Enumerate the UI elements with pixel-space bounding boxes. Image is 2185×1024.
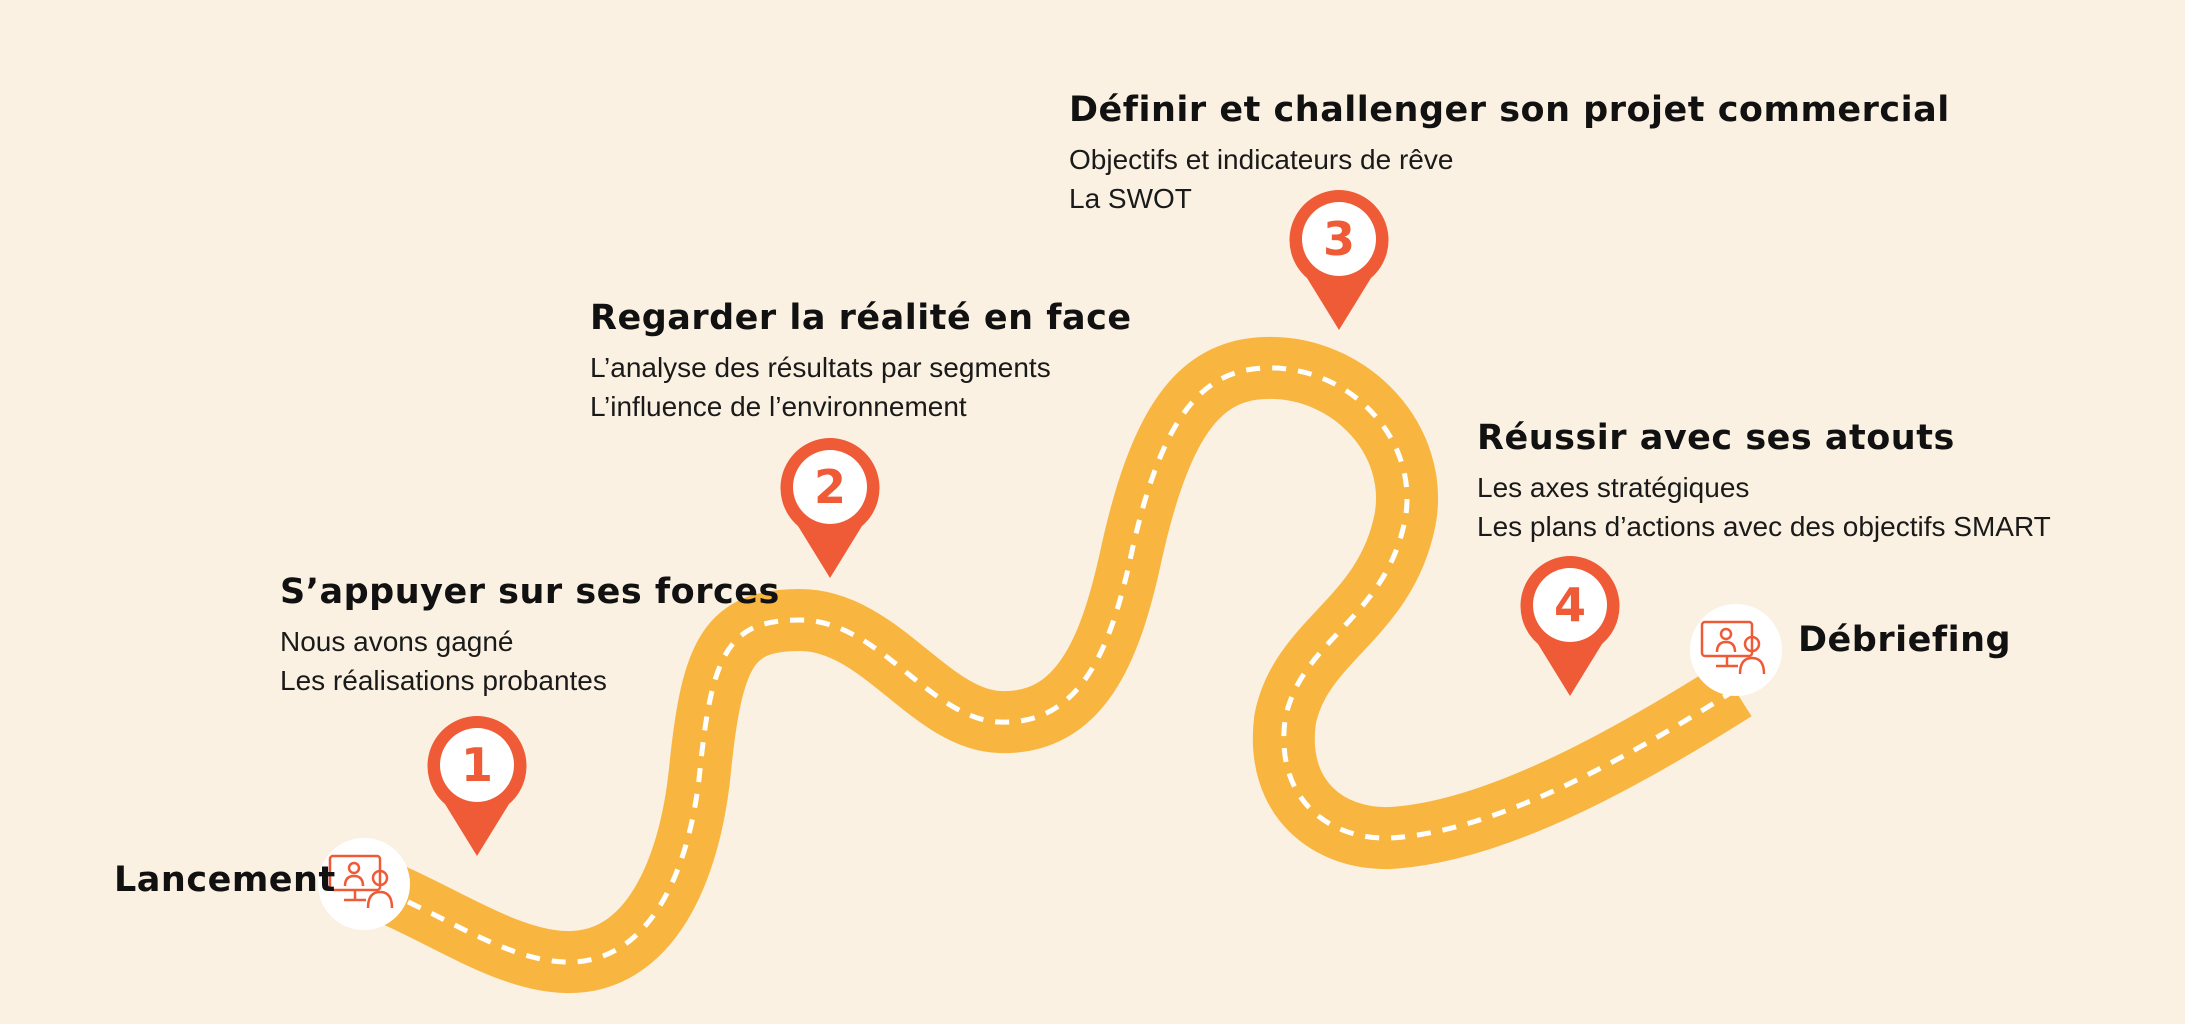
step-3-text: Définir et challenger son projet commerc… [1069,90,1950,218]
step-2-number: 2 [813,460,846,514]
map-pin-icon [1520,556,1620,696]
step-3-number: 3 [1322,212,1355,266]
step-1-pin: 1 [425,714,529,860]
step-3-pin: 3 [1287,188,1391,334]
start-label: Lancement [114,860,336,900]
end-icon-bubble [1690,604,1782,696]
step-3-title: Définir et challenger son projet commerc… [1069,90,1950,130]
step-4-number: 4 [1553,578,1586,632]
meeting-presentation-icon [328,854,394,909]
road-center-dashes [359,365,1737,965]
step-1-title: S’appuyer sur ses forces [280,572,780,612]
step-1-line-2: Les réalisations probantes [280,665,607,696]
step-2-text: Regarder la réalité en face L’analyse de… [590,298,1132,426]
step-3-line-2: La SWOT [1069,183,1192,214]
step-4-text: Réussir avec ses atouts Les axes stratég… [1477,418,2051,546]
meeting-presentation-icon [1700,620,1766,675]
map-pin-icon [427,716,527,856]
start-icon-bubble [318,838,410,930]
step-2-title: Regarder la réalité en face [590,298,1132,338]
step-1-number: 1 [460,738,493,792]
step-3-line-1: Objectifs et indicateurs de rêve [1069,144,1454,175]
step-2-pin: 2 [778,436,882,582]
step-4-pin: 4 [1518,554,1622,700]
step-4-line-1: Les axes stratégiques [1477,472,1750,503]
step-2-line-1: L’analyse des résultats par segments [590,352,1051,383]
map-pin-icon [780,438,880,578]
step-4-title: Réussir avec ses atouts [1477,418,1955,458]
map-pin-icon [1289,190,1389,330]
step-2-line-2: L’influence de l’environnement [590,391,967,422]
step-1-line-1: Nous avons gagné [280,626,514,657]
end-label: Débriefing [1798,620,2012,660]
step-1-text: S’appuyer sur ses forces Nous avons gagn… [280,572,780,700]
step-4-line-2: Les plans d’actions avec des objectifs S… [1477,511,2051,542]
